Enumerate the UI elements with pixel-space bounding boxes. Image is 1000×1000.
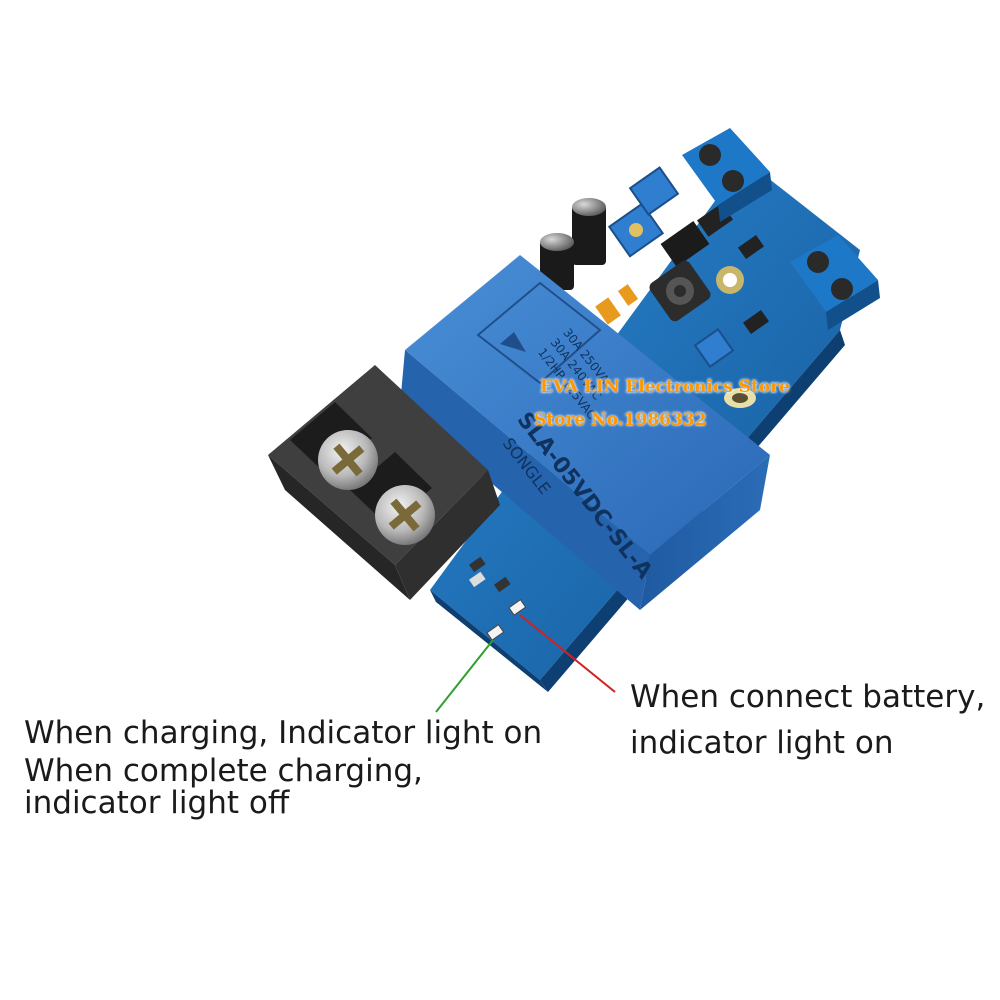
- watermark-line-2: Store No.1986332: [534, 410, 707, 430]
- relay: 30A 250VAC 30A 240VAC 1/2HP 125VAC SLA-0…: [400, 255, 770, 610]
- green-led: [486, 624, 505, 641]
- red-indicator-caption-2: indicator light on: [630, 725, 894, 761]
- green-indicator-caption-1: When charging, Indicator light on: [24, 715, 543, 751]
- screw-terminal-top: [682, 128, 772, 222]
- green-indicator-caption-2: When complete charging,: [24, 753, 423, 789]
- potentiometers: [607, 166, 735, 369]
- screw-2: [375, 485, 435, 545]
- green-pointer-line: [435, 639, 494, 713]
- inductor: [649, 260, 711, 322]
- screw-1: [318, 430, 378, 490]
- mounting-hole: [716, 266, 744, 294]
- red-pointer-line: [519, 614, 616, 693]
- terminal-block: [268, 365, 500, 600]
- red-led: [508, 599, 527, 616]
- green-indicator-caption-3: indicator light off: [24, 785, 290, 821]
- red-indicator-caption-1: When connect battery,: [630, 679, 986, 715]
- capacitors: [540, 198, 756, 408]
- watermark-line-1: EVA LIN Electronics Store: [540, 377, 790, 397]
- screw-terminal-right: [790, 235, 880, 330]
- indicator-leds: [486, 599, 527, 641]
- smd-components: [468, 203, 770, 593]
